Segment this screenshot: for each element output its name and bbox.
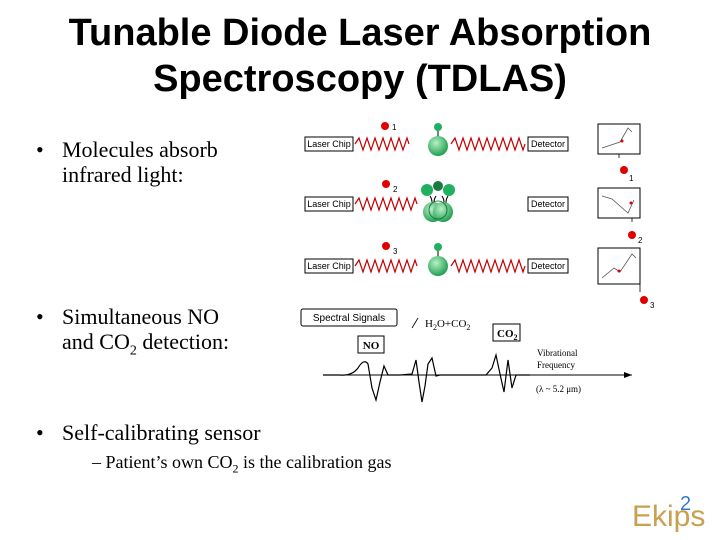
plot-number: 3	[650, 301, 655, 310]
laser-chip-label: Laser Chip	[307, 199, 351, 209]
detector-box	[527, 136, 569, 152]
mini-plot	[597, 187, 641, 219]
molecule-icon	[428, 136, 448, 156]
laser-chip-box	[304, 196, 354, 212]
plot-number: 2	[638, 236, 643, 245]
wavelength-label: (λ ~ 5.2 μm)	[536, 384, 581, 394]
detector-box	[527, 258, 569, 274]
mini-plot	[597, 123, 641, 155]
sub-bullet-calibration: – Patient’s own CO2 is the calibration g…	[92, 452, 392, 476]
row-1: Laser Chip 1 Detector 1	[304, 122, 641, 183]
detector-label: Detector	[531, 261, 565, 271]
red-marker	[382, 242, 390, 250]
detector-label: Detector	[531, 139, 565, 149]
no-box	[357, 335, 385, 354]
red-marker	[382, 180, 390, 188]
spectrum-trace	[323, 352, 530, 403]
atom-small	[434, 243, 442, 251]
bullet-marker: •	[36, 137, 44, 162]
bullet-line-1: Simultaneous NO	[62, 304, 220, 329]
logo-mark: 2	[680, 493, 691, 515]
red-marker	[628, 231, 636, 239]
no-label: NO	[363, 340, 380, 352]
plot-number: 1	[629, 174, 634, 183]
laser-wave-out	[450, 136, 526, 152]
red-marker	[381, 122, 389, 130]
bullet-line-2: and CO2 detection:	[62, 329, 230, 359]
co2-label: CO2	[497, 328, 518, 342]
molecule-icon	[428, 256, 448, 276]
vib-freq-line-2: Frequency	[537, 360, 575, 370]
title-line-2: Spectroscopy (TDLAS)	[153, 58, 567, 100]
red-marker	[640, 296, 648, 304]
laser-chip-label: Laser Chip	[307, 139, 351, 149]
bullet-line-1: Molecules absorb	[62, 137, 218, 162]
co2-box	[492, 323, 521, 342]
spectral-signals: Spectral Signals NO H2O+CO2 CO2 Vibratio…	[300, 308, 632, 403]
detector-label: Detector	[531, 199, 565, 209]
spectral-signals-box	[300, 308, 398, 327]
laser-wave-in	[354, 136, 410, 152]
vib-freq-line-1: Vibrational	[537, 348, 578, 358]
laser-wave-in	[354, 258, 418, 274]
mini-plot	[597, 247, 641, 285]
row-3: Laser Chip 3 Detector 3	[304, 242, 655, 310]
laser-chip-box	[304, 258, 354, 274]
bullet-marker: •	[36, 420, 44, 445]
ekips-logo: Ekips 2	[632, 493, 705, 532]
bullet-text: Self-calibrating sensor	[62, 420, 261, 445]
spectral-signals-label: Spectral Signals	[313, 313, 385, 324]
row-number: 1	[392, 123, 397, 132]
slide-title: Tunable Diode Laser Absorption Spectrosc…	[0, 10, 720, 102]
bullet-text: Molecules absorb infrared light:	[62, 137, 218, 187]
bullet-text: Simultaneous NO and CO2 detection:	[62, 304, 229, 363]
laser-chip-box	[304, 136, 354, 152]
laser-wave-in	[354, 196, 418, 212]
axis-arrowhead	[624, 372, 632, 378]
row-number: 2	[393, 185, 398, 194]
laser-wave-out	[450, 258, 526, 274]
h2o-co2-label: H2O+CO2	[425, 318, 470, 332]
bullet-line-2: infrared light:	[62, 162, 184, 187]
logo-text: Ekips	[632, 500, 705, 532]
atom-small	[434, 123, 442, 131]
row-2: Laser Chip 2 Detector 2	[304, 180, 643, 245]
red-marker	[620, 166, 628, 174]
bullet-marker: •	[36, 304, 44, 329]
detector-box	[527, 196, 569, 212]
row-number: 3	[393, 247, 398, 256]
laser-chip-label: Laser Chip	[307, 261, 351, 271]
title-line-1: Tunable Diode Laser Absorption	[68, 12, 652, 54]
